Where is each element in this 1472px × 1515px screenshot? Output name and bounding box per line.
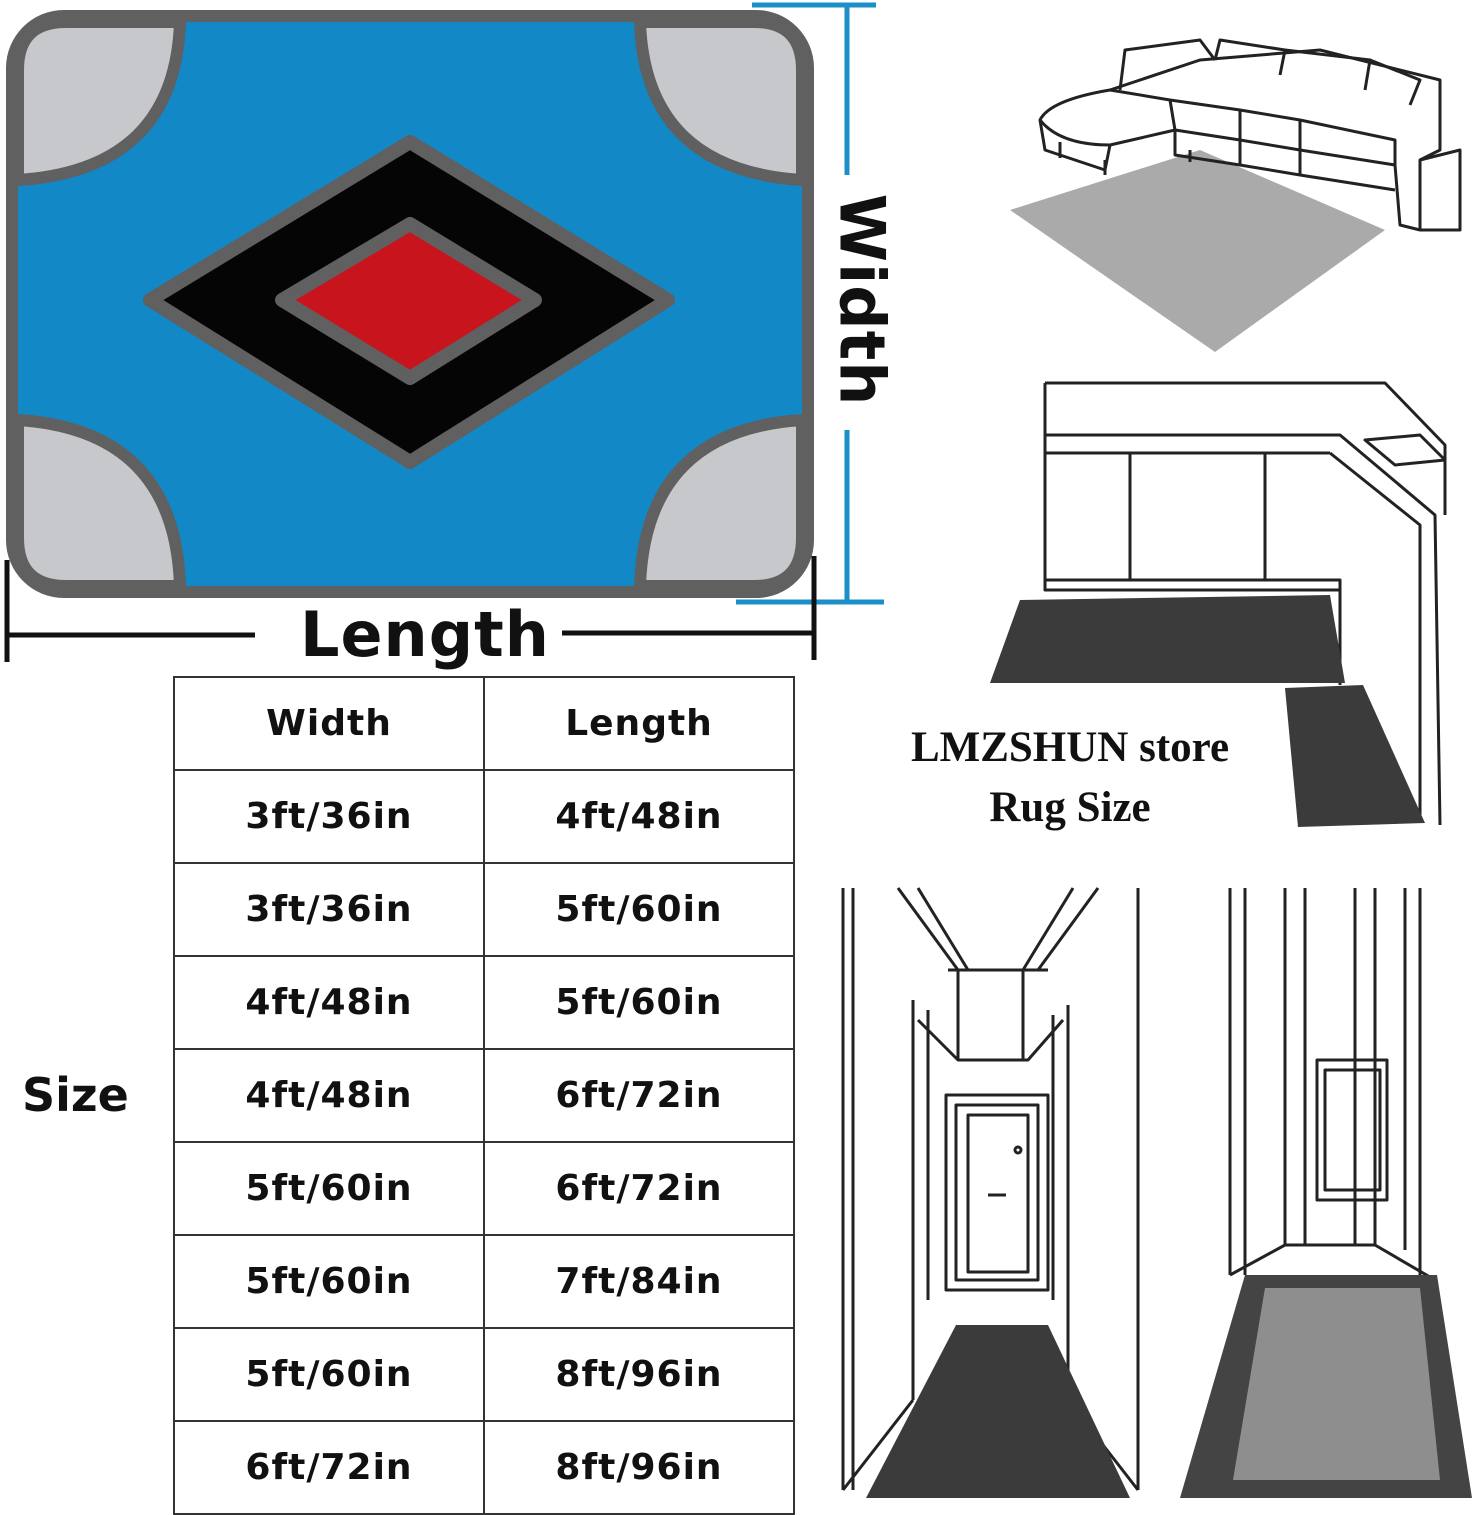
size-label: Size	[22, 1068, 129, 1122]
corridor-sketch	[1228, 888, 1436, 1282]
cell-width: 6ft/72in	[173, 1420, 485, 1515]
cell-width: 3ft/36in	[173, 862, 485, 957]
cell-length: 6ft/72in	[483, 1048, 795, 1143]
kitchen-sketch	[1043, 381, 1447, 826]
rug-corner-bottom-left	[12, 413, 187, 592]
cell-length: 7ft/84in	[483, 1234, 795, 1329]
cell-width: 5ft/60in	[173, 1234, 485, 1329]
cell-width: 3ft/36in	[173, 769, 485, 864]
cell-length: 5ft/60in	[483, 955, 795, 1050]
cell-width: 5ft/60in	[173, 1141, 485, 1236]
cell-width: 4ft/48in	[173, 1048, 485, 1143]
rug-corner-bottom-right	[633, 413, 808, 592]
width-label: Width	[825, 193, 899, 407]
kitchen-corner-icon	[990, 381, 1447, 827]
rug-corner-top-right	[633, 16, 808, 187]
hallway-door-icon	[841, 887, 1140, 1498]
table-header-row: Width Length	[173, 676, 795, 771]
sofa-rug	[1010, 150, 1385, 352]
cell-length: 8ft/96in	[483, 1420, 795, 1515]
sofa-room-icon	[1010, 38, 1462, 352]
rug-diagram	[4, 2, 884, 662]
cell-width: 5ft/60in	[173, 1327, 485, 1422]
header-length: Length	[483, 676, 795, 771]
rug-size-title: Rug Size	[989, 784, 1151, 831]
cell-length: 8ft/96in	[483, 1327, 795, 1422]
rug-corner-top-left	[12, 16, 187, 187]
header-width: Width	[173, 676, 485, 771]
hallway-runner-rug	[866, 1325, 1130, 1498]
cell-length: 5ft/60in	[483, 862, 795, 957]
kitchen-rug-side	[1285, 685, 1425, 827]
cell-width: 4ft/48in	[173, 955, 485, 1050]
sofa-sketch	[1038, 38, 1462, 232]
store-title: LMZSHUN store Rug Size	[870, 718, 1270, 838]
cell-length: 4ft/48in	[483, 769, 795, 864]
corridor-icon	[1180, 888, 1472, 1498]
store-name: LMZSHUN store	[910, 724, 1230, 771]
corridor-rug-center	[1233, 1288, 1440, 1480]
cell-length: 6ft/72in	[483, 1141, 795, 1236]
kitchen-rug-long	[990, 595, 1345, 683]
rug-inner-diamond	[275, 217, 542, 385]
length-label: Length	[300, 598, 550, 671]
